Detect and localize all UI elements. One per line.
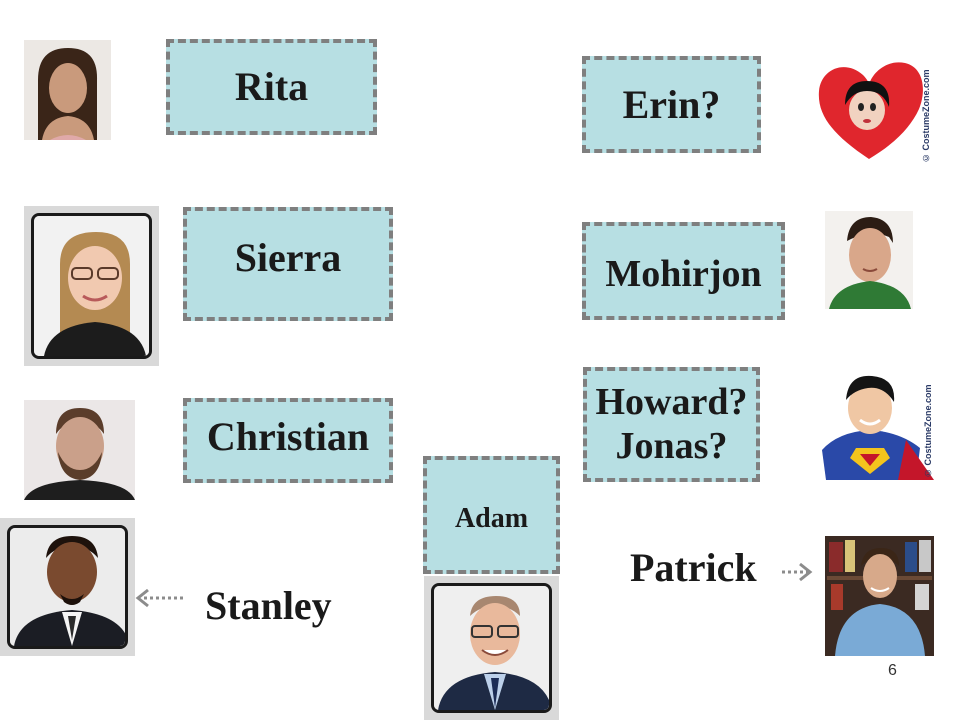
name-label-erin: Erin? xyxy=(622,81,721,127)
person-portrait-icon xyxy=(24,40,111,140)
name-label-sierra: Sierra xyxy=(234,235,342,280)
name-label-christian: Christian xyxy=(206,413,370,459)
name-label-mohirjon: Mohirjon xyxy=(605,253,762,296)
name-box-howard-jonas: Howard? Jonas? xyxy=(583,367,760,482)
name-label-rita: Rita xyxy=(234,64,309,109)
person-portrait-icon xyxy=(34,216,149,356)
patrick-photo xyxy=(825,536,934,656)
name-box-mohirjon: Mohirjon xyxy=(582,222,785,320)
name-box-christian: Christian xyxy=(183,398,393,483)
name-label-patrick: Patrick xyxy=(630,545,757,590)
name-box-erin: Erin? xyxy=(582,56,761,153)
erin-costume-photo: © CostumeZone.com xyxy=(815,55,940,165)
name-label-jonas: Jonas? xyxy=(615,424,728,467)
adam-photo xyxy=(424,576,559,720)
dotted-arrow-left-icon xyxy=(134,586,186,610)
howard-costume-photo: © CostumeZone.com xyxy=(808,368,940,480)
person-portrait-icon xyxy=(434,586,549,710)
superhero-costume-icon xyxy=(808,368,940,480)
dotted-arrow-right-icon xyxy=(780,560,816,584)
person-portrait-icon xyxy=(10,528,125,646)
page-number: 6 xyxy=(888,662,897,679)
name-box-adam: Adam xyxy=(423,456,560,574)
rita-photo xyxy=(24,40,111,140)
stanley-photo xyxy=(0,518,135,656)
costumezone-watermark-2: © CostumeZone.com xyxy=(923,384,933,478)
name-label-adam: Adam xyxy=(454,502,529,534)
person-portrait-icon xyxy=(825,211,913,309)
heart-costume-icon xyxy=(818,62,923,159)
person-portrait-icon xyxy=(24,400,135,500)
sierra-photo xyxy=(24,206,159,366)
mohirjon-photo xyxy=(825,211,913,309)
name-box-rita: Rita xyxy=(166,39,377,135)
costumezone-watermark: © CostumeZone.com xyxy=(921,69,931,163)
name-label-howard: Howard? xyxy=(595,380,748,423)
christian-photo xyxy=(24,400,135,500)
name-label-stanley: Stanley xyxy=(205,583,332,628)
person-portrait-icon xyxy=(825,536,934,656)
name-box-sierra: Sierra xyxy=(183,207,393,321)
